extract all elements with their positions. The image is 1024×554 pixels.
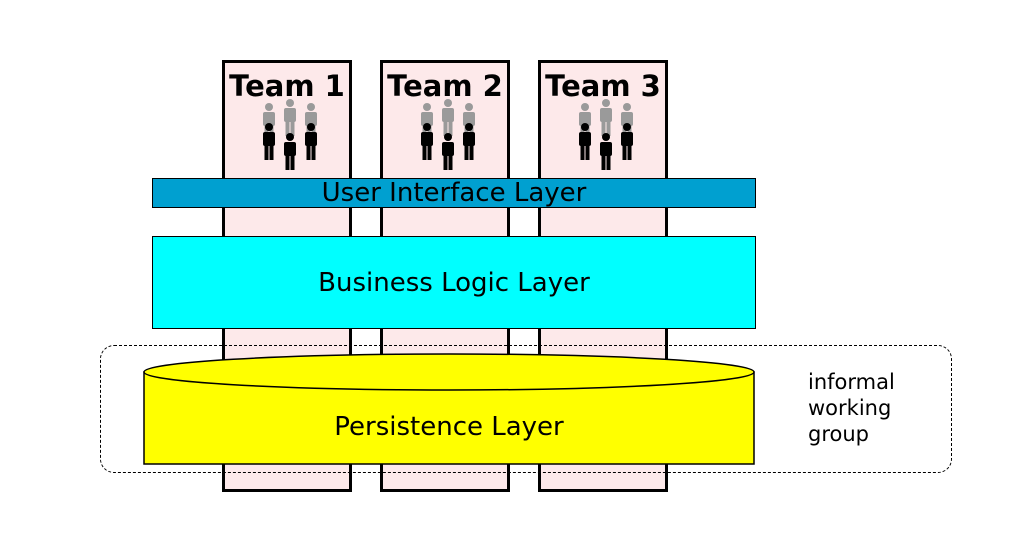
people-group-icon <box>579 99 633 170</box>
business-logic-layer: Business Logic Layer <box>152 236 756 329</box>
team-title: Team 2 <box>387 69 503 103</box>
team-title: Team 3 <box>545 69 661 103</box>
group-label-line: working <box>808 396 892 420</box>
persistence-layer-label: Persistence Layer <box>334 412 564 442</box>
business-logic-layer-label: Business Logic Layer <box>318 267 590 298</box>
informal-working-group-label: informal working group <box>808 369 895 447</box>
people-group-icon <box>263 99 317 170</box>
informal-working-group-box <box>100 345 952 473</box>
people-group-icon <box>421 99 475 170</box>
user-interface-layer: User Interface Layer <box>152 178 756 208</box>
group-label-line: informal <box>808 370 895 394</box>
group-label-line: group <box>808 422 869 446</box>
user-interface-layer-label: User Interface Layer <box>321 178 587 208</box>
team-title: Team 1 <box>229 69 345 103</box>
